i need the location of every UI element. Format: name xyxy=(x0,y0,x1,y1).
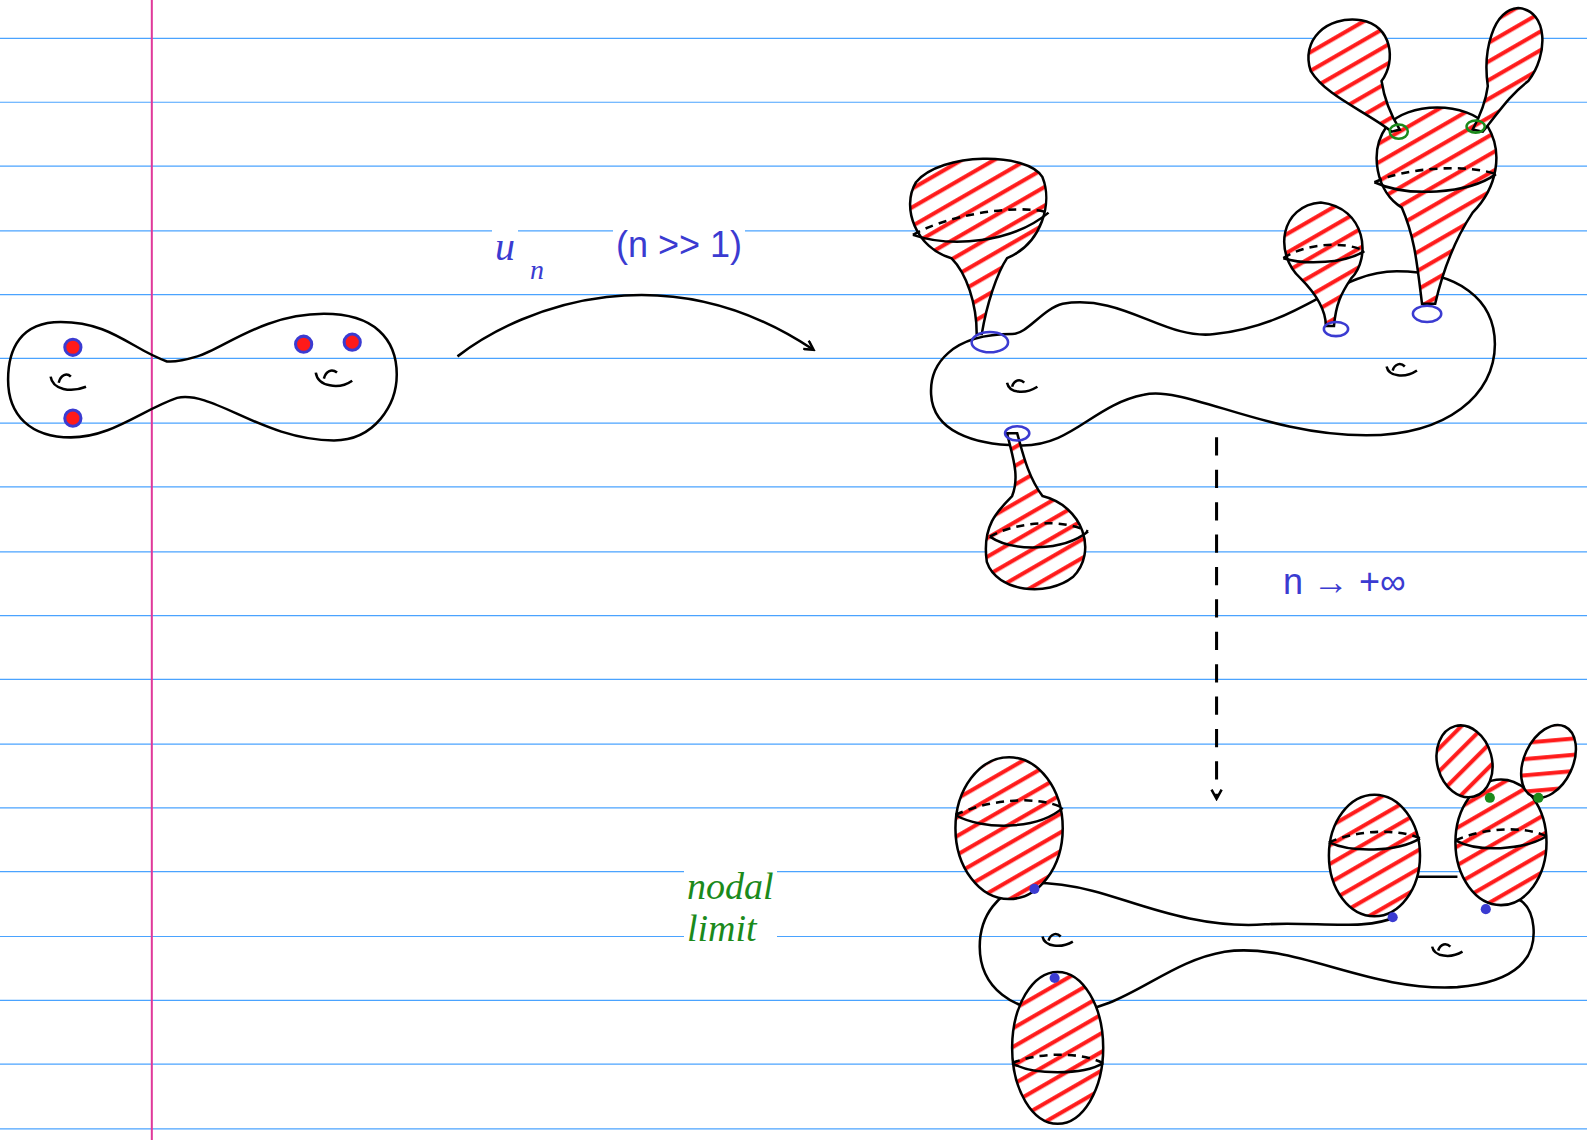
bubbling-surface xyxy=(910,8,1542,589)
margin-line xyxy=(151,0,153,1140)
limit-arrow xyxy=(1215,437,1218,797)
ruled-lines xyxy=(0,38,1587,1128)
map-subscript: n xyxy=(527,255,547,286)
nodal-curve xyxy=(955,716,1586,1124)
nodal-limit-note: nodal limit xyxy=(684,866,777,950)
map-name: u xyxy=(492,225,518,269)
limit-note: n → +∞ xyxy=(1280,562,1409,602)
domain-surface xyxy=(8,314,397,441)
index-condition: (n >> 1) xyxy=(613,225,745,265)
neck-circles xyxy=(972,120,1485,440)
marked-points xyxy=(65,334,361,426)
map-arrow xyxy=(457,295,812,356)
node-points xyxy=(1029,793,1543,983)
